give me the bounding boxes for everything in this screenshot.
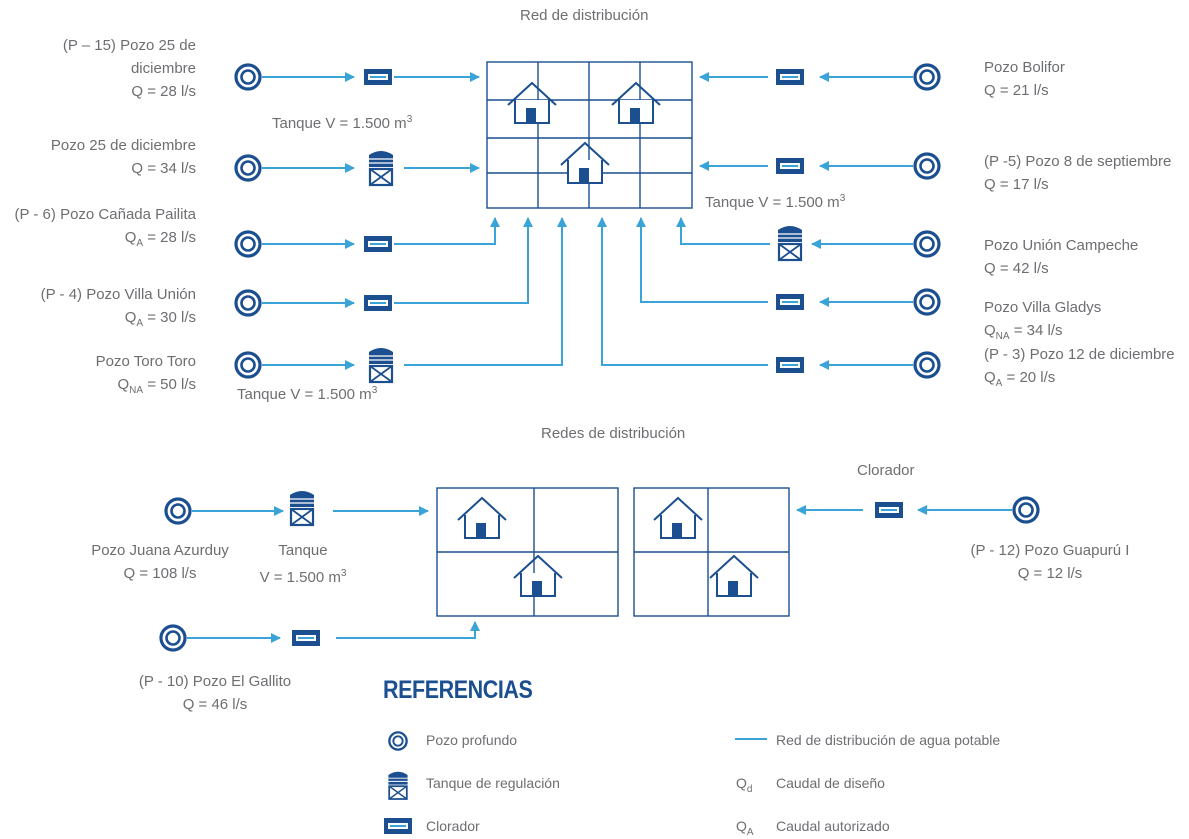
well-label-villa-gladys: Pozo Villa Gladys QNA = 34 l/s	[984, 299, 1102, 342]
references-title: REFERENCIAS	[383, 676, 533, 704]
legend-clorador-label: Clorador	[426, 818, 480, 834]
tank-icon	[367, 346, 395, 384]
well-icon	[913, 230, 941, 258]
well-label-bolifor: Pozo Bolifor Q = 21 l/s	[984, 59, 1065, 99]
chlorinator-icon	[384, 818, 412, 834]
clorador-label: Clorador	[857, 462, 915, 479]
bottom-network-title: Redes de distribución	[541, 425, 686, 442]
chlorinator-icon	[292, 630, 320, 646]
tank-label-4: Tanque V = 1.500 m3	[259, 542, 347, 586]
tank-icon	[387, 770, 409, 800]
legend-qd-symbol: Qd	[736, 775, 753, 795]
well-label-12-diciembre: (P - 3) Pozo 12 de diciembre QA = 20 l/s	[984, 346, 1175, 389]
well-icon	[164, 497, 192, 525]
legend-pozo-label: Pozo profundo	[426, 732, 518, 748]
house-icon	[653, 497, 703, 539]
well-label-canada-pailita: (P - 6) Pozo Cañada Pailita QA = 28 l/s	[14, 206, 197, 249]
legend-red-label: Red de distribución de agua potable	[776, 732, 1001, 748]
legend-tanque-label: Tanque de regulación	[426, 775, 560, 791]
top-network-grid	[486, 61, 693, 209]
tank-label-3: Tanque V = 1.500 m3	[237, 385, 378, 403]
chlorinator-icon	[364, 295, 392, 311]
chlorinator-icon	[776, 158, 804, 174]
chlorinator-icon	[364, 69, 392, 85]
house-icon	[611, 82, 661, 124]
well-label-toro-toro: Pozo Toro Toro QNA = 50 l/s	[95, 353, 196, 396]
tank-icon	[776, 224, 804, 262]
chlorinator-icon	[875, 502, 903, 518]
tank-icon	[288, 489, 316, 527]
well-icon	[234, 289, 262, 317]
well-label-el-gallito: (P - 10) Pozo El Gallito Q = 46 l/s	[138, 673, 292, 713]
well-icon	[913, 152, 941, 180]
well-label-p15: (P – 15) Pozo 25 de diciembre Q = 28 l/s	[62, 37, 196, 100]
well-icon	[913, 288, 941, 316]
well-icon	[913, 351, 941, 379]
tank-label-2: Tanque V = 1.500 m3	[705, 193, 846, 211]
chlorinator-icon	[776, 357, 804, 373]
chlorinator-icon	[776, 69, 804, 85]
well-label-guapuru: (P - 12) Pozo Guapurú I Q = 12 l/s	[970, 542, 1130, 582]
well-label-juana-azurduy: Pozo Juana Azurduy Q = 108 l/s	[91, 542, 229, 582]
chlorinator-icon	[364, 236, 392, 252]
well-icon	[1012, 496, 1040, 524]
house-icon	[560, 142, 610, 184]
house-icon	[507, 82, 557, 124]
well-icon	[234, 63, 262, 91]
legend-qa-label: Caudal autorizado	[776, 818, 890, 834]
well-label-25-diciembre: Pozo 25 de diciembre Q = 34 l/s	[50, 137, 196, 177]
house-icon	[513, 555, 563, 597]
top-network-title: Red de distribución	[520, 7, 649, 24]
bottom-right-network-grid	[633, 487, 790, 617]
house-icon	[457, 497, 507, 539]
house-icon	[709, 555, 759, 597]
well-label-union-campeche: Pozo Unión Campeche Q = 42 l/s	[984, 237, 1139, 277]
chlorinator-icon	[776, 294, 804, 310]
well-icon	[234, 154, 262, 182]
tank-label-1: Tanque V = 1.500 m3	[272, 114, 413, 132]
well-icon	[159, 624, 187, 652]
well-icon	[913, 63, 941, 91]
well-label-villa-union: (P - 4) Pozo Villa Unión QA = 30 l/s	[40, 286, 196, 329]
legend-qd-label: Caudal de diseño	[776, 775, 885, 791]
well-icon	[234, 351, 262, 379]
well-label-8-septiembre: (P -5) Pozo 8 de septiembre Q = 17 l/s	[984, 153, 1172, 193]
well-icon	[388, 731, 408, 751]
tank-icon	[367, 149, 395, 187]
legend-qa-symbol: QA	[736, 818, 754, 838]
well-icon	[234, 230, 262, 258]
